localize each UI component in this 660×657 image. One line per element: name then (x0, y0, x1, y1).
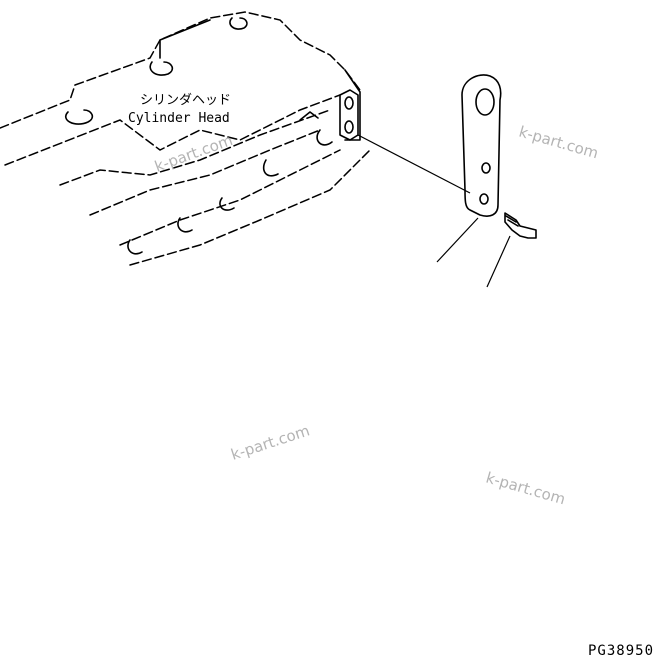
leader-line-bracket (436, 217, 479, 263)
watermark: k-part.com (229, 421, 312, 463)
lifting-bracket (461, 74, 502, 217)
watermark: k-part.com (152, 131, 235, 176)
watermark: k-part.com (517, 123, 600, 163)
mounting-flange (339, 89, 359, 141)
watermark: k-part.com (484, 469, 567, 509)
label-part-name-en: Cylinder Head (128, 111, 230, 126)
cylinder-head-outline (0, 11, 371, 266)
leader-line-bolt (486, 235, 511, 288)
flange-bolt (504, 212, 537, 239)
drawing-code: PG38950 (588, 643, 654, 657)
leader-line-head-to-bracket (357, 134, 471, 194)
label-part-name-ja: シリンダヘッド (140, 93, 231, 108)
